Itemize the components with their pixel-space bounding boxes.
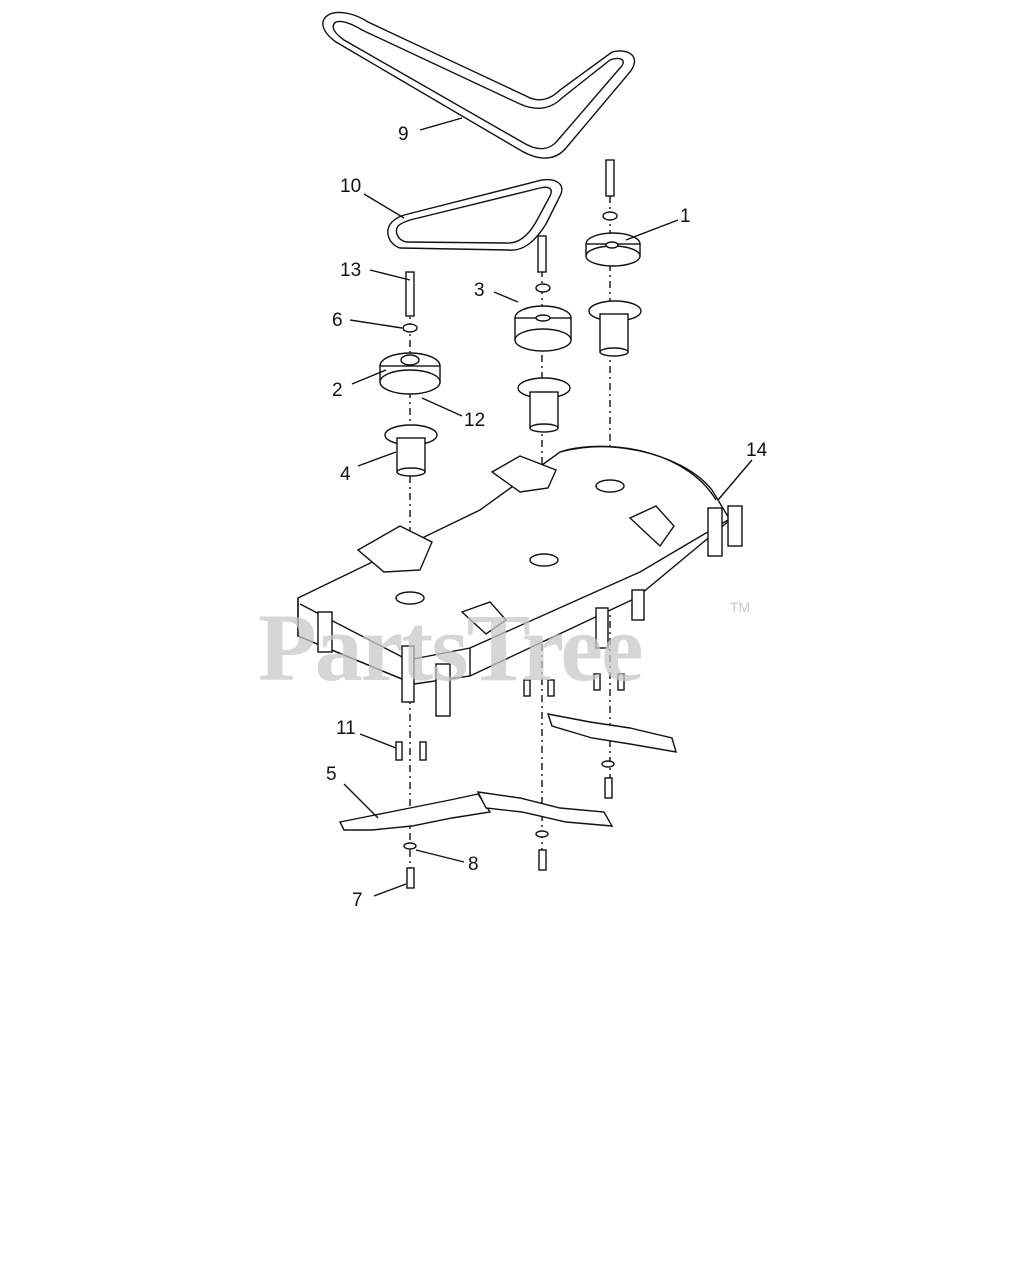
watermark-text: PartsTree (258, 594, 642, 701)
watermark-trademark: TM (730, 599, 750, 615)
callout-3: 3 (474, 280, 485, 301)
callout-7: 7 (352, 890, 363, 911)
callout-11: 11 (336, 718, 356, 739)
spindle-assembly-left (379, 271, 441, 870)
callout-2: 2 (332, 380, 343, 401)
callout-labels: 1 2 3 4 5 6 7 8 9 10 11 12 13 14 (326, 124, 768, 911)
spindle-assembly-center (514, 235, 572, 860)
callout-6: 6 (332, 310, 343, 331)
callout-12: 12 (464, 410, 485, 431)
callout-9: 9 (398, 124, 409, 145)
mower-deck-14 (297, 445, 743, 717)
belt-10 (387, 178, 563, 251)
watermark: PartsTree TM (258, 594, 750, 701)
callout-13: 13 (340, 260, 361, 281)
callout-5: 5 (326, 764, 337, 785)
callout-4: 4 (340, 464, 351, 485)
callout-1: 1 (680, 206, 691, 227)
belt-9 (322, 11, 636, 159)
callout-10: 10 (340, 176, 361, 197)
leader-lines (343, 117, 753, 897)
blades-5 (338, 713, 677, 831)
callout-14: 14 (746, 440, 768, 461)
hardware (395, 673, 625, 889)
spindle-assembly-right (585, 159, 642, 800)
callout-8: 8 (468, 854, 479, 875)
